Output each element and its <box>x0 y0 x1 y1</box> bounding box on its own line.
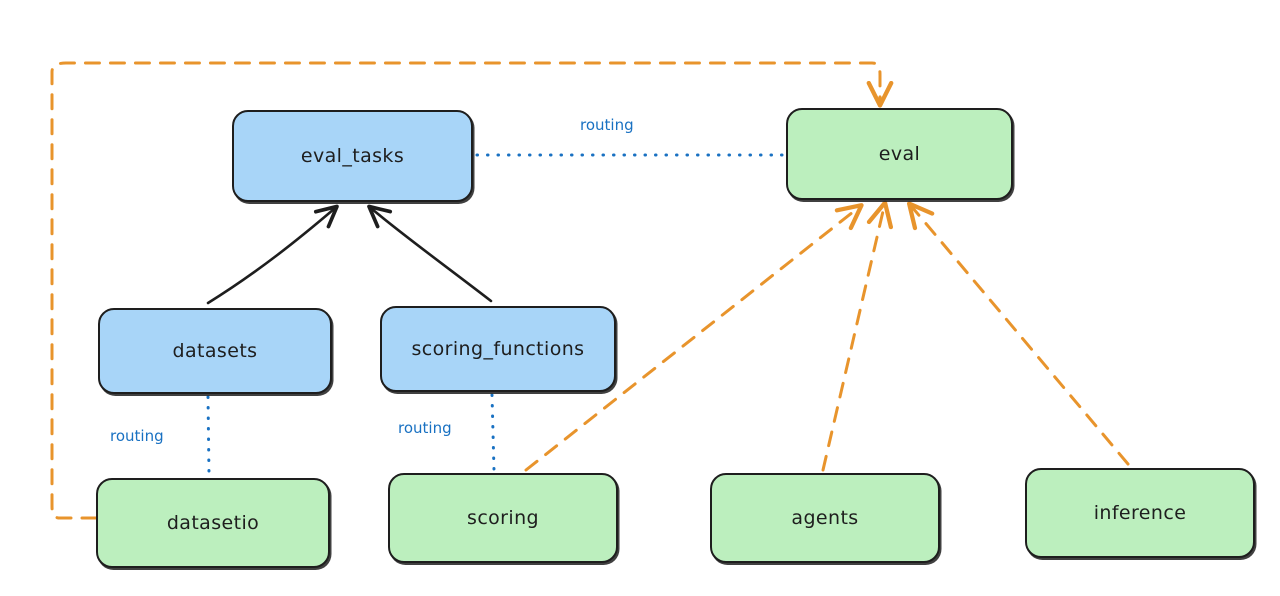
node-datasetio[interactable]: datasetio <box>96 478 330 568</box>
node-label: datasets <box>172 340 258 362</box>
edge-scoring-functions-to-eval-tasks <box>367 204 493 303</box>
node-label: agents <box>791 507 859 529</box>
node-label: datasetio <box>166 512 260 534</box>
node-label: eval_tasks <box>300 145 405 167</box>
edge-inference-to-eval <box>906 201 1130 466</box>
node-label: inference <box>1093 502 1187 524</box>
node-eval[interactable]: eval <box>786 108 1013 200</box>
node-label: scoring_functions <box>411 338 585 360</box>
node-inference[interactable]: inference <box>1025 468 1255 558</box>
edge-label-routing-eval-tasks: routing <box>580 116 634 134</box>
edge-agents-to-eval <box>821 200 894 472</box>
node-label: eval <box>878 143 921 165</box>
edge-label-routing-scoring: routing <box>398 419 452 437</box>
edge-datasets-to-eval-tasks <box>206 204 339 305</box>
node-eval-tasks[interactable]: eval_tasks <box>232 110 473 202</box>
edge-label-routing-datasets: routing <box>110 427 164 445</box>
node-scoring[interactable]: scoring <box>388 473 618 563</box>
node-scoring-functions[interactable]: scoring_functions <box>380 306 616 392</box>
node-label: scoring <box>467 507 539 529</box>
edge-scoring-functions-to-scoring <box>490 393 496 472</box>
edge-datasets-to-datasetio <box>206 395 211 476</box>
node-agents[interactable]: agents <box>710 473 940 563</box>
node-datasets[interactable]: datasets <box>98 308 332 394</box>
